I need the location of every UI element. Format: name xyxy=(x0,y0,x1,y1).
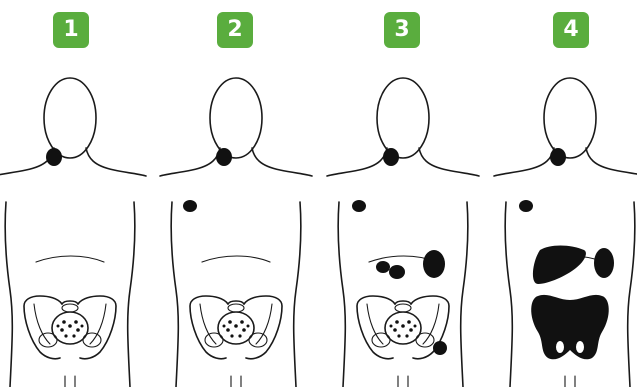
bone-marrow-lesion xyxy=(531,295,609,359)
abdominal-node-lesion xyxy=(389,265,405,279)
neck-node-lesion xyxy=(216,148,232,166)
abdominal-node-lesion xyxy=(376,261,390,273)
axillary-node-lesion xyxy=(183,200,197,212)
liver-lesion xyxy=(533,246,586,285)
spleen-lesion xyxy=(594,248,614,278)
figure-panel-1 xyxy=(0,78,146,387)
spleen-lesion xyxy=(423,250,445,278)
pelvic-node-lesion xyxy=(433,341,447,355)
axillary-node-lesion xyxy=(519,200,533,212)
neck-node-lesion xyxy=(550,148,566,166)
figure-panel-4 xyxy=(494,78,637,387)
neck-node-lesion xyxy=(383,148,399,166)
neck-node-lesion xyxy=(46,148,62,166)
figure-panel-2 xyxy=(160,78,312,387)
axillary-node-lesion xyxy=(352,200,366,212)
figure-panel-3 xyxy=(327,78,479,387)
